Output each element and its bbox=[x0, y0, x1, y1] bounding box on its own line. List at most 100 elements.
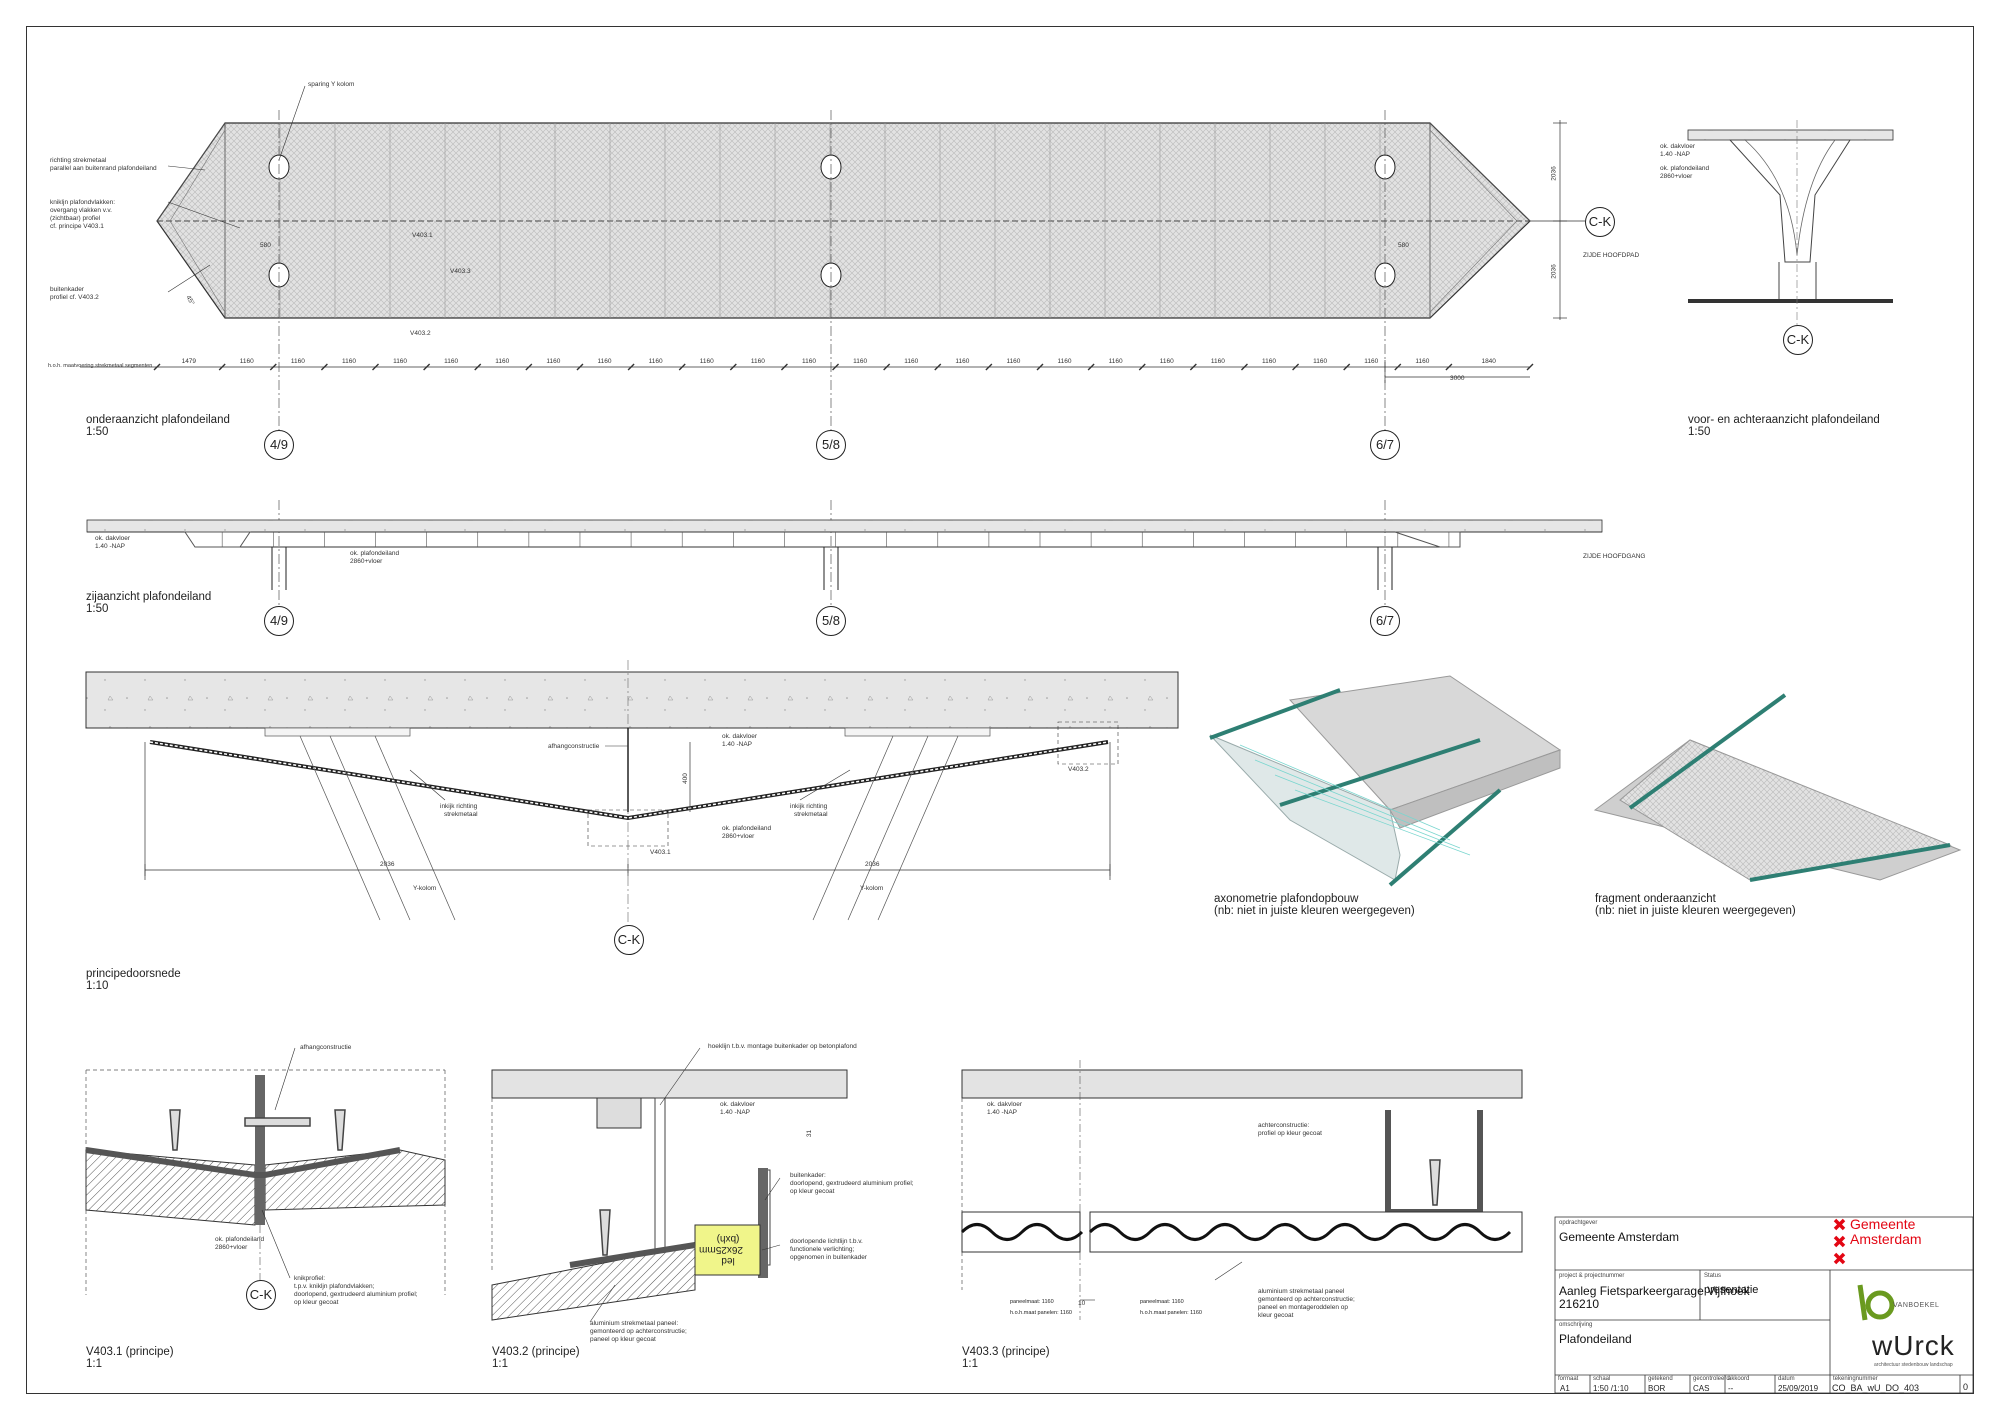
section-inkijk1-line1: inkijk richting bbox=[440, 803, 478, 810]
dim-value: 1160 bbox=[495, 358, 510, 365]
dim-tick bbox=[1526, 363, 1534, 371]
wurck-logo-text: wUrck bbox=[1872, 1330, 1955, 1361]
d2-led-line1: led bbox=[721, 1255, 735, 1266]
section-inkijk1-line2: strekmetaal bbox=[444, 811, 478, 818]
d2-ok-dakvloer: ok. dakvloer bbox=[720, 1101, 756, 1108]
section-inkijk2-line1: inkijk richting bbox=[790, 803, 828, 810]
dim-value: 1160 bbox=[648, 358, 663, 365]
d2-hoeklijn: hoeklijn t.b.v. montage buitenkader op b… bbox=[708, 1043, 857, 1050]
dim-value: 1160 bbox=[955, 358, 970, 365]
tb-formaat: A1 bbox=[1560, 1384, 1570, 1393]
dim-tick bbox=[729, 363, 737, 371]
dim-value: 1160 bbox=[393, 358, 408, 365]
tb-datum-label: datum bbox=[1778, 1376, 1795, 1382]
d1-knikprofiel-line2: t.p.v. knikljn plafondvlakken; bbox=[294, 1283, 375, 1290]
section-marker-ck-section: C-K bbox=[614, 925, 644, 955]
side-ok-vloer: 2860+vloer bbox=[350, 558, 383, 565]
section-afhangconstructie: afhangconstructie bbox=[548, 743, 600, 750]
annotation-buitenkader-line1: buitenkader bbox=[50, 286, 84, 293]
dim-2036-top: 2036 bbox=[1550, 166, 1558, 181]
note-axonometrie: (nb: niet in juiste kleuren weergegeven) bbox=[1214, 905, 1415, 917]
side-ok-dakvloer: ok. dakvloer bbox=[95, 535, 131, 542]
d3-hoh-right: h.o.h.maat panelen: 1160 bbox=[1140, 1310, 1202, 1316]
dim-value: 1840 bbox=[1481, 358, 1496, 365]
d2-aluminium-line2: gemonteerd op achterconstructie; bbox=[590, 1328, 687, 1335]
dim-3000: 3000 bbox=[1450, 375, 1465, 382]
dim-value: 1160 bbox=[750, 358, 765, 365]
side-ok-plafond: ok. plafondeiland bbox=[350, 550, 400, 557]
d3-achterconstructie-line1: achterconstructie: bbox=[1258, 1122, 1310, 1129]
d2-ok-nap: 1.40 -NAP bbox=[720, 1109, 750, 1116]
dim-tick bbox=[269, 363, 277, 371]
annotation-sparing: sparing Y kolom bbox=[308, 81, 355, 88]
dim-value: 1160 bbox=[699, 358, 714, 365]
dim-tick bbox=[1240, 363, 1248, 371]
d1-afhangconstructie: afhangconstructie bbox=[300, 1044, 352, 1051]
section-ok-plafond: ok. plafondeiland bbox=[722, 825, 772, 832]
section-ok-vloer: 2860+vloer bbox=[722, 833, 755, 840]
dim-value: 1160 bbox=[341, 358, 356, 365]
annotation-buitenkader-line2: profiel cf. V403.2 bbox=[50, 294, 99, 301]
tb-getekend-label: getekend bbox=[1648, 1376, 1673, 1382]
dim-tick bbox=[1138, 363, 1146, 371]
tb-omschrijving: Plafondeiland bbox=[1559, 1332, 1632, 1346]
title-axonometrie: axonometrie plafondopbouw bbox=[1214, 893, 1359, 905]
dim-value: 1160 bbox=[1415, 358, 1430, 365]
d1-ok-vloer: 2860+vloer bbox=[215, 1244, 248, 1251]
front-ok-vloer: 2860+vloer bbox=[1660, 173, 1693, 180]
d3-ok-nap: 1.40 -NAP bbox=[987, 1109, 1017, 1116]
section-inkijk2-line2: strekmetaal bbox=[794, 811, 828, 818]
title-v4033: V403.3 (principe) bbox=[962, 1346, 1050, 1358]
tb-opdrachtgever-label: opdrachtgever bbox=[1559, 1220, 1598, 1226]
section-ykolom-right: Y-kolom bbox=[860, 885, 884, 892]
dim-value: 1479 bbox=[181, 358, 197, 365]
dim-value: 1160 bbox=[1313, 358, 1328, 365]
dim-value: 1160 bbox=[444, 358, 459, 365]
dim-value: 1160 bbox=[1108, 358, 1123, 365]
scale-front: 1:50 bbox=[1688, 426, 1711, 438]
axis-marker-side-4-9: 4/9 bbox=[264, 606, 294, 636]
tb-project-label: project & projectnummer bbox=[1559, 1273, 1625, 1279]
d2-led-label: led 26x25mm (bxh) bbox=[699, 1233, 743, 1266]
title-plan: onderaanzicht plafondeiland bbox=[86, 414, 230, 426]
d2-buitenkader-line1: buitenkader: bbox=[790, 1172, 826, 1179]
vanboekel-logo-text: VANBOEKEL bbox=[1893, 1302, 1940, 1309]
dim-value: 1160 bbox=[1006, 358, 1021, 365]
d1-ok-plafond: ok. plafondeiland bbox=[215, 1236, 265, 1243]
tb-project: Aanleg Fietsparkeergarage Vijfhoek bbox=[1559, 1284, 1750, 1298]
d1-knikprofiel-line1: knikprofiel: bbox=[294, 1275, 326, 1282]
dim-value: 1160 bbox=[1262, 358, 1276, 365]
section-marker-ck-detail: C-K bbox=[246, 1280, 276, 1310]
tb-gecontroleerd: CAS bbox=[1693, 1384, 1710, 1393]
d2-led-line3: (bxh) bbox=[716, 1233, 740, 1244]
tb-tekeningnummer: CO_BA_wU_DO_403 bbox=[1832, 1383, 1920, 1393]
annotation-richting-line1: richting strekmetaal bbox=[50, 157, 107, 164]
dim-tick bbox=[627, 363, 635, 371]
dim-tick bbox=[1087, 363, 1095, 371]
annotation-knik-line2: overgang vlakken v.v. bbox=[50, 207, 112, 214]
amsterdam-logo-text1: Gemeente bbox=[1850, 1216, 1916, 1232]
note-fragment: (nb: niet in juiste kleuren weergegeven) bbox=[1595, 905, 1796, 917]
section-marker-ck-plan: C-K bbox=[1585, 207, 1615, 237]
axis-marker-side-5-8: 5/8 bbox=[816, 606, 846, 636]
dim-value: 1160 bbox=[546, 358, 561, 365]
front-ok-plafond: ok. plafondeiland bbox=[1660, 165, 1710, 172]
tb-omschrijving-label: omschrijving bbox=[1559, 1322, 1593, 1328]
dim-tick bbox=[525, 363, 533, 371]
tb-formaat-label: formaat bbox=[1558, 1376, 1579, 1382]
ref-v4031: V403.1 bbox=[412, 232, 433, 239]
dim-tick bbox=[985, 363, 993, 371]
dim-value: 1160 bbox=[904, 358, 919, 365]
section-ok-dakvloer: ok. dakvloer bbox=[722, 733, 758, 740]
dim-tick bbox=[218, 363, 226, 371]
d2-lichtlijn-line3: opgenomen in buitenkader bbox=[790, 1254, 867, 1261]
section-ref-v4032: V403.2 bbox=[1068, 766, 1089, 773]
title-front: voor- en achteraanzicht plafondeiland bbox=[1688, 414, 1880, 426]
tb-status-label: Status bbox=[1704, 1273, 1722, 1279]
d3-aluminium-line3: paneel en montageroddelen op bbox=[1258, 1304, 1348, 1311]
dim-tick bbox=[678, 363, 686, 371]
ref-v4033: V403.3 bbox=[450, 268, 471, 275]
scale-v4031: 1:1 bbox=[86, 1358, 102, 1370]
dim-value: 1160 bbox=[239, 358, 254, 365]
